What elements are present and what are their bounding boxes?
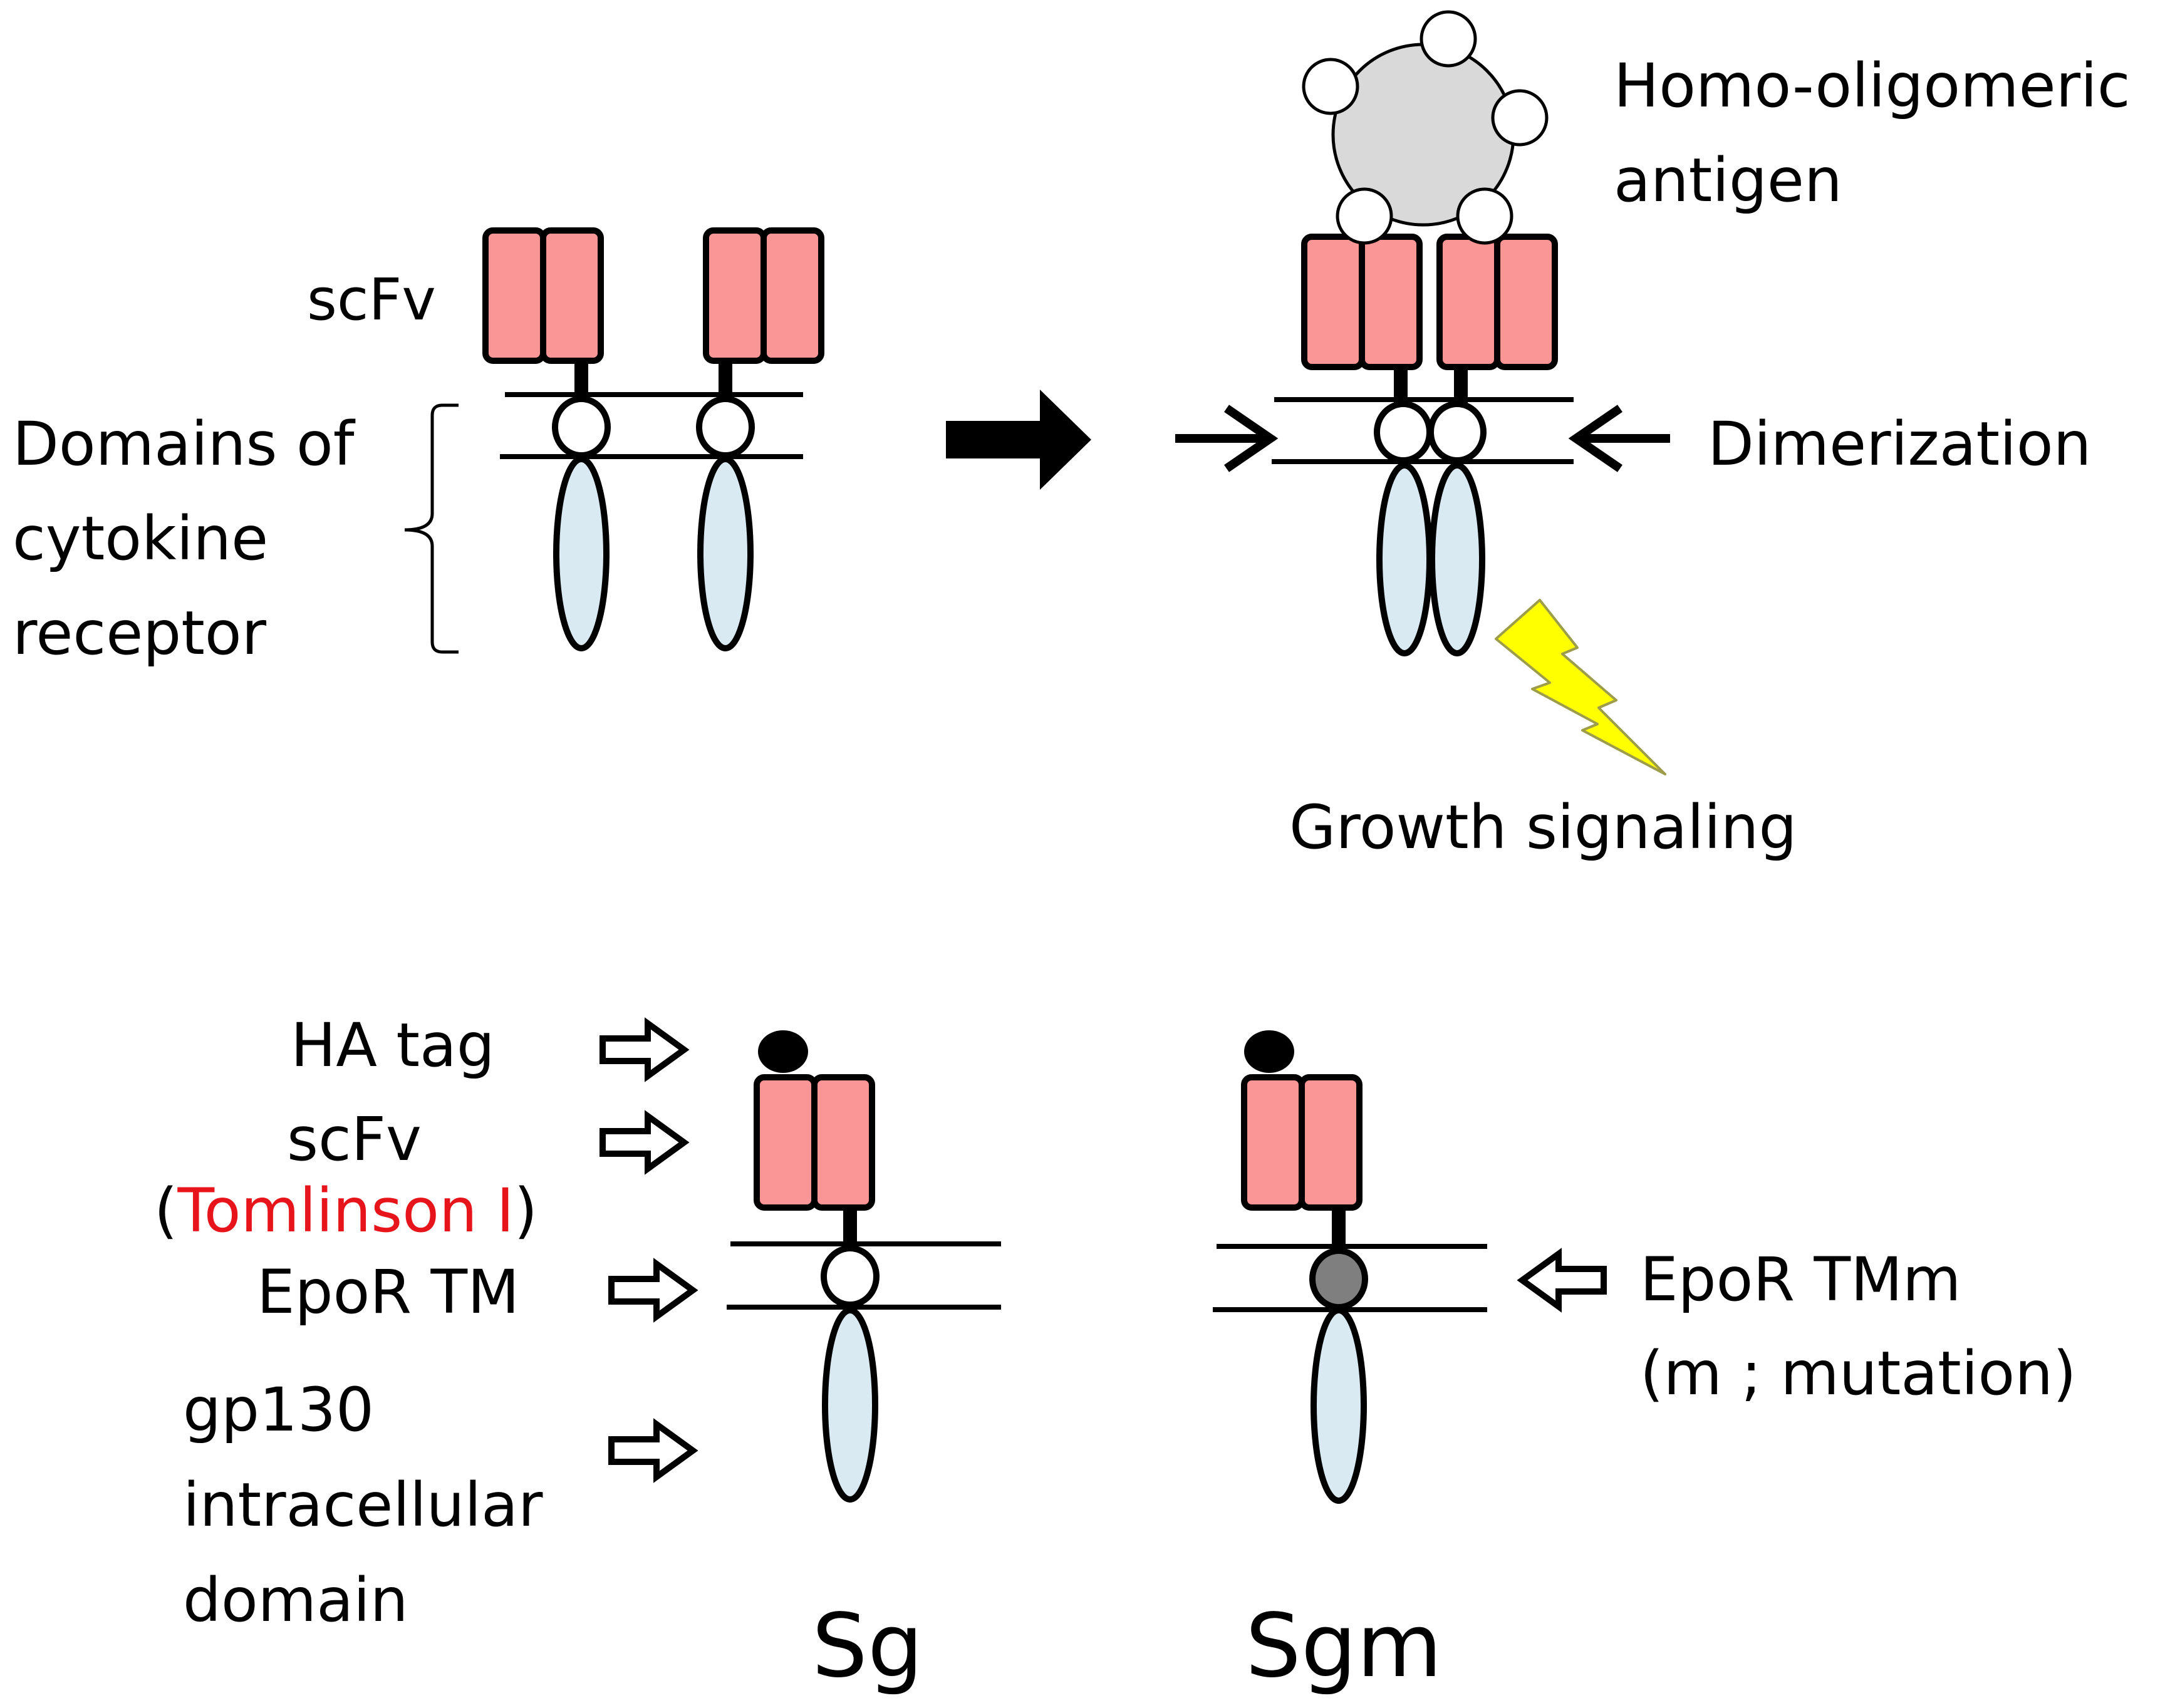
epor-tm-label: EpoR TM xyxy=(257,1257,519,1327)
tomlinson-label: (Tomlinson I) xyxy=(154,1176,537,1246)
gp130-label-line3: domain xyxy=(183,1565,408,1635)
scfv-domain-a xyxy=(1301,234,1365,370)
intracellular-domain-left xyxy=(1376,462,1433,656)
antigen-label-line2: antigen xyxy=(1614,145,1842,215)
antigen-subunit xyxy=(1456,187,1513,245)
scfv-label: scFv xyxy=(287,1104,422,1174)
domains-label-line1: Domains of xyxy=(13,409,356,479)
ha-tag-arrow-icon xyxy=(600,1017,690,1082)
sg-annotations: HA tag scFv (Tomlinson I) EpoR TM gp130 … xyxy=(154,1010,923,1697)
construct-sg xyxy=(727,1030,1001,1503)
top-left-receptors: scFv Domains of cytokine receptor xyxy=(13,227,824,668)
receptor-unit-left xyxy=(482,227,611,651)
gp130-intracellular-domain xyxy=(1311,1307,1367,1504)
antigen-label-line1: Homo-oligomeric xyxy=(1614,51,2131,121)
scfv-domain-b xyxy=(1359,234,1423,370)
construct-sg-label: Sg xyxy=(812,1595,923,1697)
scfv-domain-d xyxy=(1494,234,1558,370)
top-right-dimer: Homo-oligomeric antigen Dimerization Gro… xyxy=(1175,10,2131,862)
gp130-label-line2: intracellular xyxy=(183,1470,543,1540)
epor-tmm-arrow-icon xyxy=(1517,1248,1607,1313)
scfv-domain-a xyxy=(703,227,767,364)
mutation-note-label: (m ; mutation) xyxy=(1640,1338,2077,1409)
transmembrane-domain-left xyxy=(1374,401,1433,463)
growth-signaling-label: Growth signaling xyxy=(1289,792,1797,862)
dimerization-arrow-left-icon xyxy=(1175,405,1279,472)
receptor-unit-right xyxy=(696,227,824,651)
dimerization-label: Dimerization xyxy=(1708,409,2091,479)
scfv-domain-a xyxy=(482,227,546,364)
transmembrane-domain-right xyxy=(1428,401,1487,463)
domains-label-line2: cytokine xyxy=(13,504,268,574)
homo-oligomeric-antigen xyxy=(1302,10,1549,245)
dimerization-arrow-right-icon xyxy=(1568,405,1670,472)
antigen-subunit xyxy=(1336,187,1393,245)
scfv-domain-a xyxy=(1241,1074,1305,1211)
antigen-subunit xyxy=(1420,10,1477,68)
ha-tag xyxy=(758,1030,808,1073)
scfv-domain-b xyxy=(1299,1074,1363,1211)
scfv-label: scFv xyxy=(307,266,436,333)
scfv-domain-a xyxy=(754,1074,818,1211)
ha-tag-label: HA tag xyxy=(291,1010,495,1080)
antigen-subunit xyxy=(1302,58,1359,115)
gp130-intracellular-domain xyxy=(822,1307,878,1503)
scfv-domain-b xyxy=(540,227,604,364)
epor-tm-domain xyxy=(821,1245,880,1308)
epor-tm-mutant-domain xyxy=(1309,1248,1368,1310)
scfv-domain-b xyxy=(760,227,824,364)
construct-sgm-label: Sgm xyxy=(1245,1595,1442,1697)
domains-brace xyxy=(404,403,459,654)
scfv-arrow-icon xyxy=(600,1110,690,1175)
epor-tm-arrow-icon xyxy=(608,1258,698,1323)
antigen-subunit xyxy=(1491,89,1549,147)
intracellular-domain xyxy=(553,456,610,651)
gp130-arrow-icon xyxy=(608,1418,698,1483)
ha-tag xyxy=(1244,1030,1294,1073)
scfv-domain-c xyxy=(1436,234,1500,370)
transmembrane-domain xyxy=(552,396,611,458)
construct-sgm: EpoR TMm (m ; mutation) Sgm xyxy=(1213,1030,2077,1697)
transition-arrow-icon xyxy=(946,390,1091,490)
epor-tmm-label: EpoR TMm xyxy=(1640,1245,1961,1315)
gp130-label-line1: gp130 xyxy=(183,1375,374,1445)
intracellular-domain xyxy=(697,456,754,651)
domains-label-line3: receptor xyxy=(13,598,267,668)
transmembrane-domain xyxy=(696,396,755,458)
intracellular-domain-right xyxy=(1429,462,1485,656)
scfv-domain-b xyxy=(811,1074,875,1211)
growth-signal-lightning-icon xyxy=(1495,599,1666,775)
